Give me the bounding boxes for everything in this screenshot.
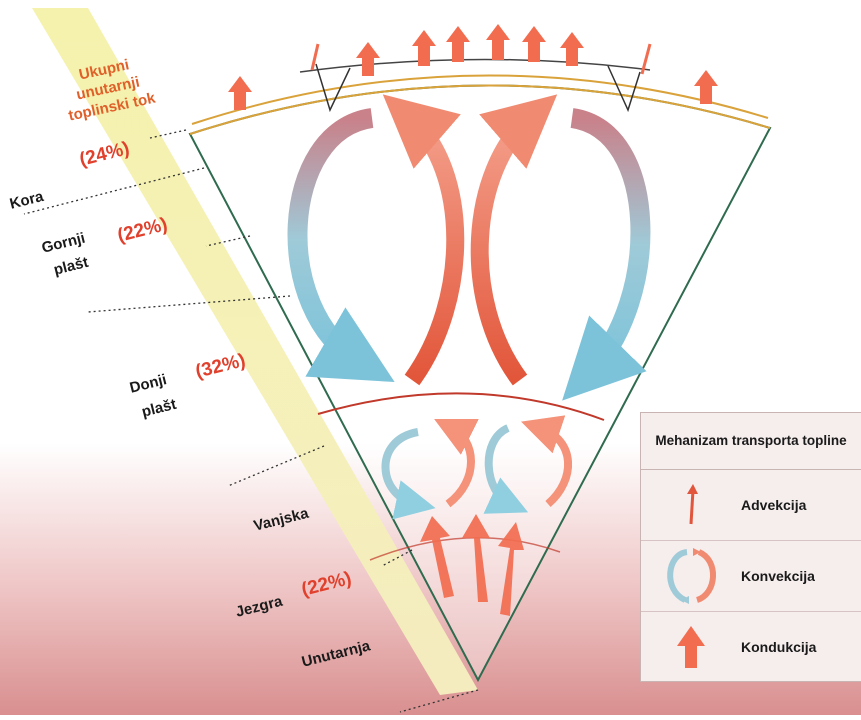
legend: Mehanizam transporta topline Advekcija K…: [640, 412, 861, 682]
legend-item-conduction: Kondukcija: [641, 612, 861, 682]
convection-cycle-icon: [641, 541, 741, 611]
legend-label-convection: Konvekcija: [741, 568, 815, 584]
advection-arrow-icon: [641, 470, 741, 540]
legend-item-advection: Advekcija: [641, 470, 861, 541]
legend-label-conduction: Kondukcija: [741, 639, 816, 655]
conduction-arrow-icon: [641, 612, 741, 682]
legend-item-convection: Konvekcija: [641, 541, 861, 612]
legend-title: Mehanizam transporta topline: [641, 413, 861, 470]
legend-label-advection: Advekcija: [741, 497, 806, 513]
